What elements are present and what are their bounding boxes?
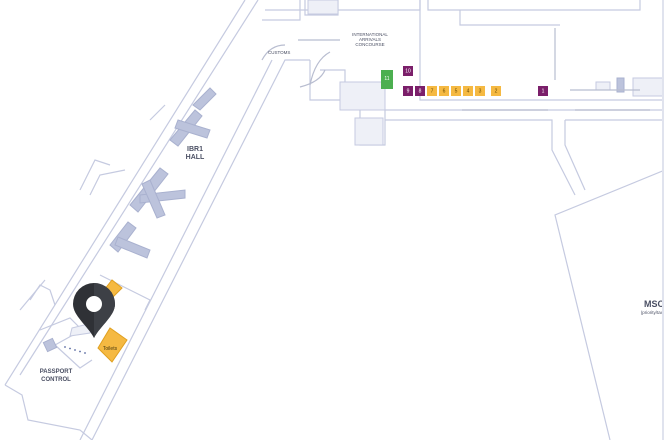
svg-text:8: 8 xyxy=(419,89,422,95)
svg-text:2: 2 xyxy=(495,89,498,95)
svg-text:6: 6 xyxy=(443,89,446,95)
hall-label-2: HALL xyxy=(186,154,205,161)
svg-text:1: 1 xyxy=(542,89,545,95)
customs-label: CUSTOMS xyxy=(268,50,290,55)
carousel-3[interactable]: 3 xyxy=(475,86,485,96)
concourse-label-3: CONCOURSE xyxy=(355,42,384,47)
svg-text:7: 7 xyxy=(431,89,434,95)
carousel-1[interactable]: 1 xyxy=(538,86,548,96)
building-blocks xyxy=(42,0,664,353)
carousel-4[interactable]: 4 xyxy=(463,86,473,96)
carousel-11[interactable]: 11 xyxy=(381,70,393,89)
toilets-label: Toilets xyxy=(103,346,118,352)
carousel-10[interactable]: 10 xyxy=(403,66,413,76)
queue-dots xyxy=(64,346,86,354)
msc-sublabel: (priority/taxi xyxy=(641,310,664,315)
carousel-7[interactable]: 7 xyxy=(427,86,437,96)
concourse-label-2: ARRIVALS xyxy=(359,37,381,42)
map-edge xyxy=(662,0,664,440)
passport-label-2: CONTROL xyxy=(41,377,71,383)
baggage-carousels[interactable]: 11 10 9 8 7 6 5 4 3 2 1 xyxy=(381,66,548,96)
svg-text:3: 3 xyxy=(479,89,482,95)
svg-text:9: 9 xyxy=(407,89,410,95)
carousel-5[interactable]: 5 xyxy=(451,86,461,96)
carousel-2[interactable]: 2 xyxy=(491,86,501,96)
svg-text:5: 5 xyxy=(455,89,458,95)
svg-text:4: 4 xyxy=(467,89,470,95)
concourse-label-1: INTERNATIONAL xyxy=(352,32,388,37)
toilets[interactable]: Toilets xyxy=(97,279,128,363)
svg-text:11: 11 xyxy=(384,76,389,82)
passport-label-1: PASSPORT xyxy=(40,369,73,375)
jet-bridges xyxy=(109,87,217,259)
location-pin-icon[interactable] xyxy=(73,283,115,338)
pier-outline xyxy=(4,0,664,440)
hall-label-1: IBR1 xyxy=(187,146,203,153)
svg-text:10: 10 xyxy=(405,69,411,75)
carousel-9[interactable]: 9 xyxy=(403,86,413,96)
carousel-6[interactable]: 6 xyxy=(439,86,449,96)
flow-arrows xyxy=(261,28,650,111)
msc-label: MSC xyxy=(644,299,664,309)
carousel-8[interactable]: 8 xyxy=(415,86,425,96)
